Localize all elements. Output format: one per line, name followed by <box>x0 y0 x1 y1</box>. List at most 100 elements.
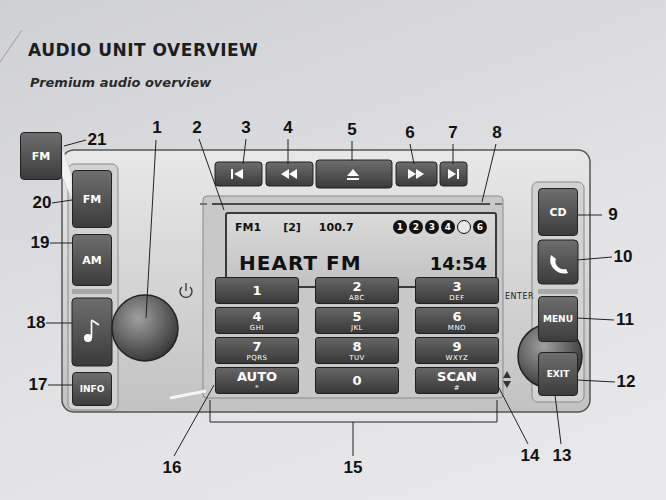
callout-number-wrap: 2 <box>192 118 201 138</box>
preset-indicator: 4 <box>441 220 455 234</box>
music-button <box>91 320 93 338</box>
preset-indicator-empty <box>457 220 471 234</box>
band-info: [2] <box>283 221 301 234</box>
preset-number: 6 <box>477 222 483 232</box>
key-label: 0 <box>352 374 361 388</box>
leader-line <box>243 139 246 164</box>
keypad-button: 6MNO <box>415 307 499 334</box>
unit-housing <box>532 182 584 402</box>
key-letters: GHI <box>250 324 264 332</box>
fm-button: FM <box>72 170 112 228</box>
callout-number-wrap: 8 <box>492 123 501 143</box>
key-label: 1 <box>252 284 261 298</box>
key-letters: DEF <box>449 294 464 302</box>
key-label: 9 <box>452 340 461 354</box>
leader-line <box>46 323 72 324</box>
subtitle-wrap: Premium audio overview <box>30 72 211 91</box>
exit-button: EXIT <box>538 352 578 396</box>
keypad-button: 5JKL <box>315 307 399 334</box>
key-letters: PQRS <box>246 354 267 362</box>
leader-line <box>50 243 72 244</box>
music-button <box>72 298 112 366</box>
music-button <box>72 298 112 366</box>
leader-line <box>577 257 612 260</box>
display-row: HEART FM14:54 <box>235 246 487 280</box>
leader-line <box>453 144 454 164</box>
callout-number: 1 <box>152 118 161 137</box>
callout-number: 10 <box>614 247 633 266</box>
trim-highlight <box>503 371 511 378</box>
callout-number-wrap: 3 <box>241 118 250 138</box>
unit-housing <box>62 150 590 412</box>
leader-line <box>64 140 86 146</box>
callout-number: 15 <box>344 458 363 477</box>
cd-slot <box>200 204 502 205</box>
callout-number: 7 <box>448 123 457 142</box>
leader-line <box>577 318 614 320</box>
leader-line <box>577 380 615 382</box>
callout-number: 3 <box>241 118 250 137</box>
key-label: 7 <box>252 340 261 354</box>
key-letters: TUV <box>349 354 365 362</box>
button-icons <box>416 169 424 179</box>
button-icons <box>234 169 243 179</box>
title-wrap: AUDIO UNIT OVERVIEW <box>28 40 258 60</box>
leader-line <box>46 139 615 456</box>
leader-line <box>410 144 414 164</box>
callout-number: 19 <box>31 233 50 252</box>
callout-number: 20 <box>33 193 52 212</box>
keypad-button: 2ABC <box>315 277 399 304</box>
button-label: AM <box>82 254 101 267</box>
leader-line <box>482 144 496 202</box>
key-label: 4 <box>252 310 261 324</box>
phone-button <box>538 240 578 284</box>
key-label: 2 <box>352 280 361 294</box>
bracket <box>210 400 497 422</box>
button-icons <box>347 169 359 176</box>
key-label: AUTO <box>237 370 277 384</box>
callout-number-wrap: 4 <box>283 118 292 138</box>
callout-number: 12 <box>617 372 636 391</box>
leader-line <box>52 200 72 203</box>
trim-highlight <box>503 381 511 388</box>
band-info: FM1 <box>235 221 261 234</box>
button-icons <box>231 169 233 179</box>
leader-line <box>146 140 156 318</box>
top-buttons <box>215 162 262 186</box>
callout-number-wrap: 10 <box>614 247 633 267</box>
leader-line <box>498 386 528 444</box>
callout-number-wrap: 11 <box>616 310 634 330</box>
callout-number-wrap: 13 <box>553 446 572 466</box>
callout-number-wrap: 1 <box>152 118 161 138</box>
power-symbol <box>185 283 186 291</box>
key-letters: * <box>255 384 259 392</box>
title: AUDIO UNIT OVERVIEW <box>28 40 258 60</box>
key-letters: ABC <box>349 294 365 302</box>
callout-number: 6 <box>405 123 414 142</box>
callout-number-wrap: 6 <box>405 123 414 143</box>
preset-indicator: 2 <box>409 220 423 234</box>
callout-number-wrap: 19 <box>31 233 50 253</box>
button-label: INFO <box>80 384 105 394</box>
inset-highlight <box>62 146 72 200</box>
unit-housing <box>538 289 578 294</box>
volume-knob <box>112 295 178 361</box>
music-button <box>92 320 100 325</box>
button-label: FM <box>32 150 50 163</box>
button-icons <box>347 178 359 180</box>
unit-housing <box>203 196 503 398</box>
keypad-button: 0 <box>315 367 399 394</box>
callout-number: 18 <box>27 313 46 332</box>
inset-highlight <box>62 146 72 200</box>
button-icons <box>231 169 459 180</box>
callout-number: 5 <box>347 120 356 139</box>
callout-number-wrap: 17 <box>29 375 48 395</box>
trim-highlight <box>170 391 206 398</box>
button-icons <box>289 169 297 179</box>
callout-number-wrap: 16 <box>163 458 182 478</box>
top-buttons <box>396 162 437 186</box>
display-row: FM1[2]100.712346 <box>235 218 487 236</box>
preset-indicator: 6 <box>473 220 487 234</box>
